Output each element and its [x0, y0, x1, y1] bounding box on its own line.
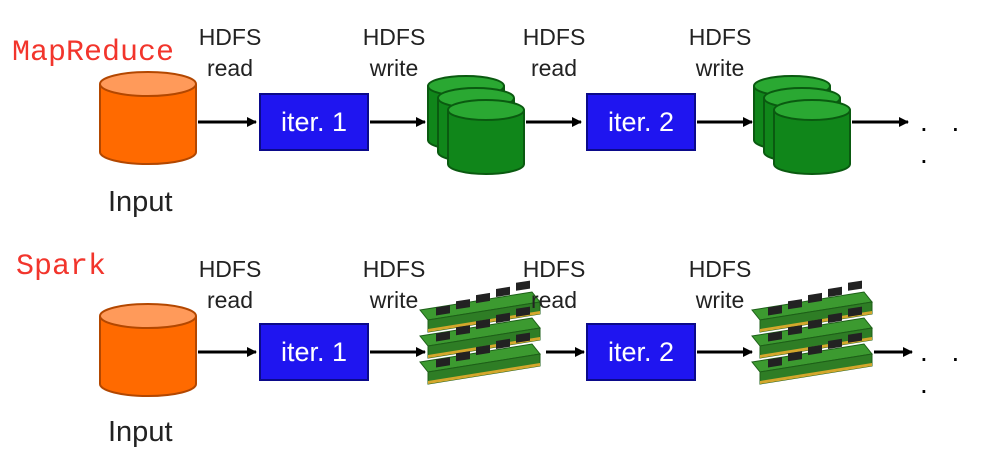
input-label: Input	[108, 186, 173, 218]
input-cylinder-icon	[99, 303, 197, 397]
iteration-box-1: iter. 1	[259, 323, 369, 381]
disk-stack-icon	[427, 75, 525, 175]
iteration-box-2: iter. 2	[586, 323, 696, 381]
spark-title: Spark	[16, 250, 107, 284]
input-label: Input	[108, 416, 173, 448]
input-cylinder-icon	[99, 71, 197, 165]
iteration-box-1: iter. 1	[259, 93, 369, 151]
mapreduce-title: MapReduce	[12, 36, 175, 70]
continuation-dots: . . .	[920, 336, 968, 399]
continuation-dots: . . .	[920, 106, 968, 169]
iteration-box-2: iter. 2	[586, 93, 696, 151]
disk-stack-icon	[753, 75, 851, 175]
